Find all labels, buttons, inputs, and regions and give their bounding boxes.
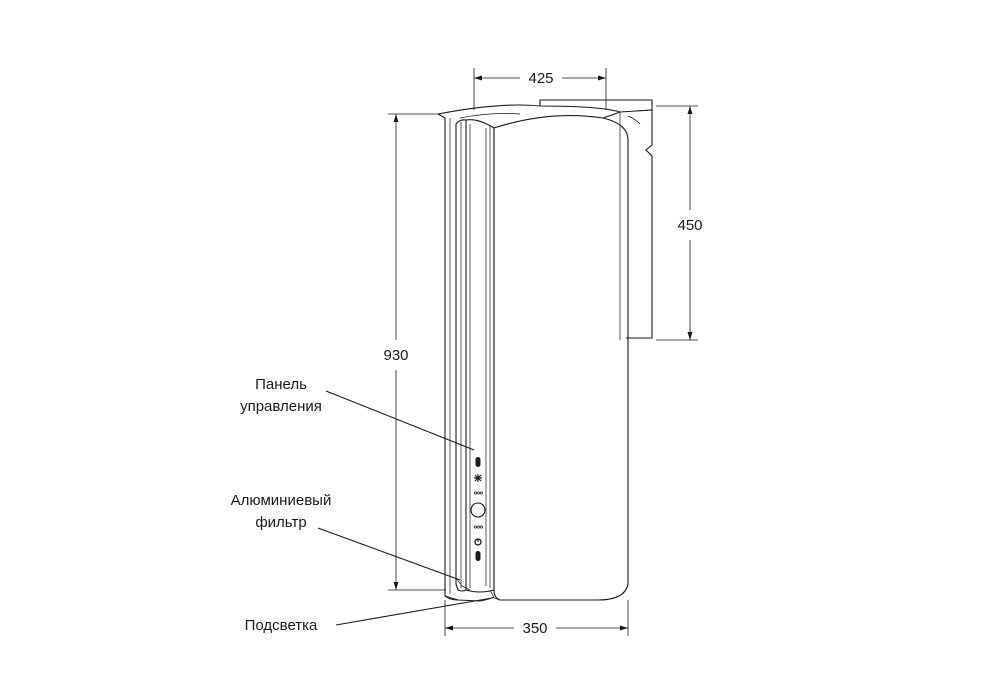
control-panel [470,457,486,561]
timer-icon[interactable] [474,538,482,546]
dimension-wall-height-label: 450 [677,217,702,234]
callout-aluminum-filter-line2: фильтр [255,514,306,531]
callout-lighting-label: Подсветка [245,617,318,634]
dimension-total-height-label: 930 [383,347,408,364]
button-bar-bottom[interactable] [475,551,481,561]
callout-aluminum-filter: Алюминиевый фильтр [231,492,461,581]
speed-icon[interactable] [474,491,483,495]
callout-lighting: Подсветка [245,597,493,634]
button-bar-top[interactable] [475,457,481,467]
dimension-depth-label: 425 [528,70,553,87]
fan-icon[interactable] [474,474,482,482]
speed-icon[interactable] [474,525,483,529]
callout-control-panel-line2: управления [240,398,322,415]
dimension-wall-height: 450 [656,105,703,341]
callout-aluminum-filter-line1: Алюминиевый [231,492,332,509]
power-button-icon[interactable] [470,502,486,518]
callout-control-panel-line1: Панель [255,376,307,393]
hood-body [437,104,629,602]
dimension-depth: 425 [473,68,607,110]
callout-control-panel: Панель управления [240,376,475,451]
dimension-total-height: 930 [383,113,446,591]
dimension-width-label: 350 [522,620,547,637]
dimension-width: 350 [444,600,629,637]
wall-mount-box [539,99,653,340]
